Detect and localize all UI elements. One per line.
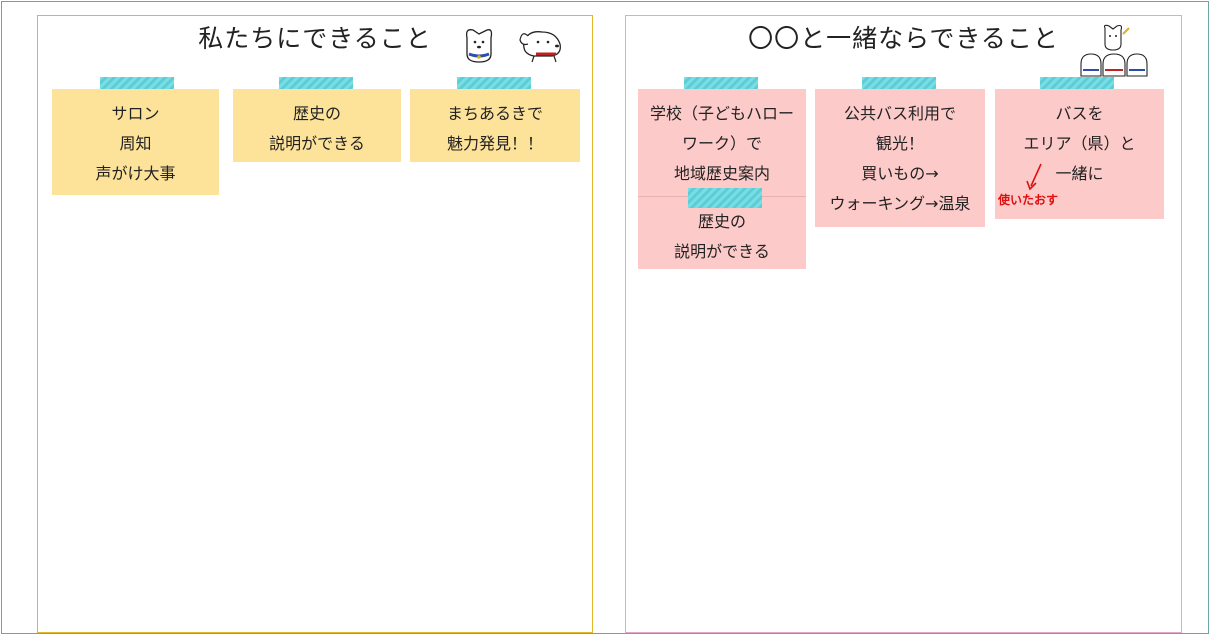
note-line: ウォーキング→温泉 bbox=[829, 194, 971, 213]
note-line: 学校（子どもハロー bbox=[649, 104, 794, 123]
note-line: 一緒に bbox=[1055, 164, 1104, 183]
left-panel: 私たちにできること サロン 周知 声がけ大事 歴史の 説明ができる まちあるきで… bbox=[37, 15, 593, 633]
dog-group-mascot-icon bbox=[1080, 24, 1148, 77]
note-line: 周知 bbox=[119, 134, 152, 153]
tape-decoration bbox=[688, 188, 762, 208]
sticky-note[interactable]: まちあるきで 魅力発見！！ bbox=[410, 89, 580, 162]
left-panel-title: 私たちにできること bbox=[198, 24, 432, 53]
sticky-note[interactable]: バスを エリア（県）と 一緒に 使いたおす bbox=[995, 89, 1164, 219]
sticky-note[interactable]: 学校（子どもハロー ワーク）で 地域歴史案内 bbox=[638, 89, 806, 196]
sticky-note[interactable]: 歴史の 説明ができる bbox=[233, 89, 401, 162]
note-line: 公共バス利用で bbox=[843, 104, 956, 123]
note-line: まちあるきで bbox=[446, 104, 543, 123]
dog-mascot-2-icon bbox=[519, 31, 561, 63]
sticky-note[interactable]: 公共バス利用で 観光！ 買いもの→ ウォーキング→温泉 bbox=[815, 89, 985, 227]
note-line: ワーク）で bbox=[681, 134, 762, 153]
red-arrow-icon bbox=[1026, 163, 1042, 191]
note-line: 地域歴史案内 bbox=[673, 164, 770, 183]
note-line: エリア（県）と bbox=[1023, 134, 1136, 153]
note-line: 説明ができる bbox=[269, 134, 365, 153]
sticky-note[interactable]: サロン 周知 声がけ大事 bbox=[52, 89, 219, 195]
right-panel-title: 〇〇と一緒ならできること bbox=[748, 24, 1059, 53]
right-panel: 〇〇と一緒ならできること 学校（子どもハロー ワーク）で 地域歴史案内 歴史の … bbox=[625, 15, 1182, 633]
note-line: 声がけ大事 bbox=[95, 164, 176, 183]
note-line: 観光！ bbox=[875, 134, 924, 153]
annotation-label: 使いたおす bbox=[998, 193, 1059, 207]
note-line: バスを bbox=[1055, 104, 1104, 123]
note-line: 買いもの→ bbox=[861, 164, 939, 183]
dog-mascot-icon bbox=[465, 29, 493, 63]
note-line: 説明ができる bbox=[674, 242, 770, 261]
note-line: 歴史の bbox=[697, 212, 746, 231]
sticky-note[interactable]: 歴史の 説明ができる bbox=[638, 196, 806, 269]
note-line: 歴史の bbox=[292, 104, 341, 123]
note-line: サロン bbox=[111, 104, 160, 123]
note-line: 魅力発見！！ bbox=[446, 134, 543, 153]
